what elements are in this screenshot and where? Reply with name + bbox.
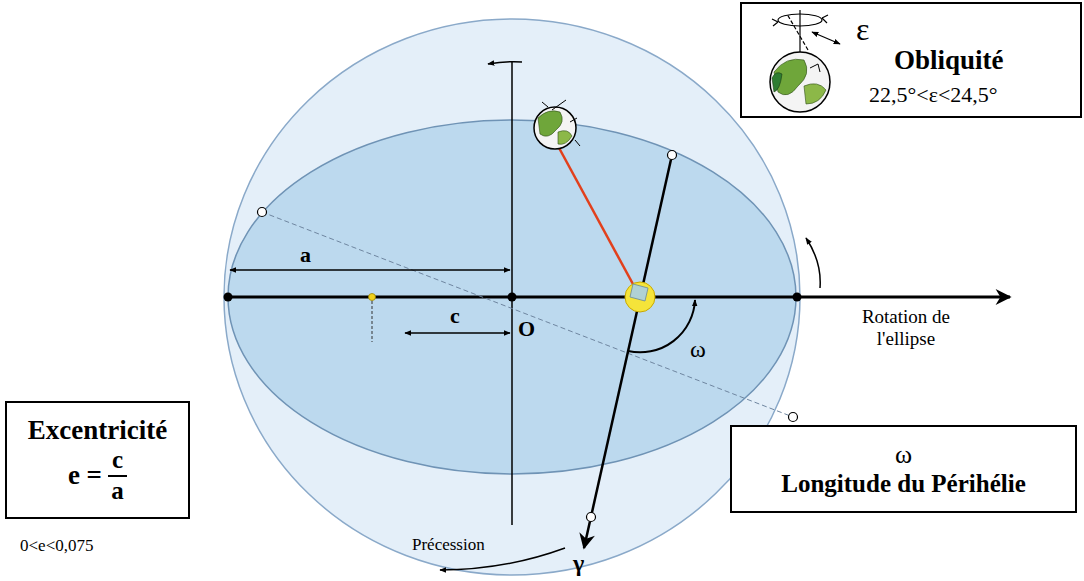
dimension-a	[230, 269, 510, 271]
center-dot	[508, 293, 517, 302]
focus-dot	[369, 294, 376, 301]
symbol: ε	[856, 13, 869, 45]
dimension-label: a	[300, 242, 311, 267]
open-dot	[789, 413, 798, 422]
text-box: Excentricitée =ca	[5, 401, 190, 519]
box-title: Longitude du Périhélie	[781, 470, 1025, 499]
open-dot	[668, 151, 677, 160]
text-box: ωLongitude du Périhélie	[730, 425, 1077, 513]
focus-line	[372, 301, 373, 342]
major-axis	[228, 296, 1010, 299]
sun	[625, 282, 655, 312]
rotation-arrow	[488, 62, 522, 64]
numerator: c	[108, 446, 127, 477]
formula-row: e =ca	[68, 446, 127, 506]
rotation-arrow	[806, 238, 820, 288]
dimension-c	[405, 332, 510, 334]
box-title: Excentricité	[28, 415, 167, 446]
axis-dot	[224, 293, 233, 302]
rotated-axis	[262, 212, 793, 417]
dimension-label: c	[450, 303, 460, 328]
motion-label: Précession	[412, 535, 485, 555]
angle-label: ω	[690, 336, 706, 364]
range-text: 22,5°<ε<24,5°	[869, 82, 998, 107]
open-dot	[587, 513, 596, 522]
fraction: ca	[108, 446, 127, 506]
sun-marker	[630, 284, 648, 301]
symbol: ω	[895, 440, 912, 470]
text-box: εObliquité 22,5°<ε<24,5°	[740, 2, 1082, 118]
motion-label: Rotation de l'ellipse	[836, 306, 976, 350]
range-label: 0<e<0,075	[20, 536, 93, 556]
box-title: Obliquité	[894, 45, 1004, 76]
center-label: O	[518, 316, 535, 341]
axis-dot	[793, 293, 802, 302]
formula-text: e =	[68, 460, 102, 491]
earth-obliquity	[770, 10, 840, 112]
denominator: a	[111, 477, 124, 506]
open-dot	[258, 208, 267, 217]
point-label: γ	[573, 550, 584, 578]
radius-line	[558, 146, 640, 297]
earth	[534, 100, 580, 149]
